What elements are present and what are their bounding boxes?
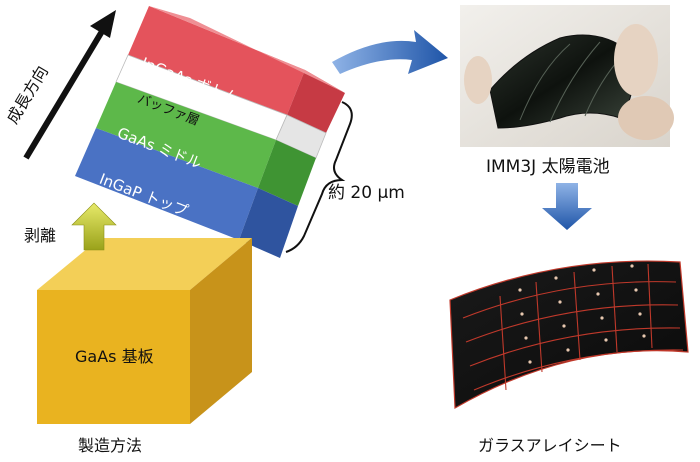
- peel-arrow: [71, 202, 117, 251]
- layer-middle-front: [96, 82, 276, 188]
- cell-photo: [460, 5, 674, 147]
- array-sheet-photo: [420, 245, 698, 420]
- layer-top-front: [75, 128, 258, 240]
- down-arrow: [542, 183, 592, 230]
- substrate-label: GaAs 基板: [75, 347, 154, 366]
- growth-direction-arrow: [23, 10, 116, 160]
- layer-top-side: [239, 188, 298, 258]
- layer-stack: [75, 6, 345, 258]
- thickness-brace: [285, 101, 353, 253]
- curved-arrow: [332, 30, 448, 74]
- method-label: 製造方法: [78, 436, 143, 455]
- thickness-label: 約 20 μm: [328, 183, 405, 203]
- peel-label: 剥離: [24, 226, 57, 245]
- layer-bottom-front: [128, 6, 305, 115]
- substrate-top: [37, 238, 252, 290]
- substrate-block: [37, 238, 252, 424]
- array-name-label: ガラスアレイシート: [478, 436, 622, 455]
- substrate-side: [190, 238, 252, 424]
- cell-name-label: IMM3J 太陽電池: [486, 157, 610, 177]
- layer-middle-side: [258, 140, 316, 206]
- substrate-front: [37, 290, 190, 424]
